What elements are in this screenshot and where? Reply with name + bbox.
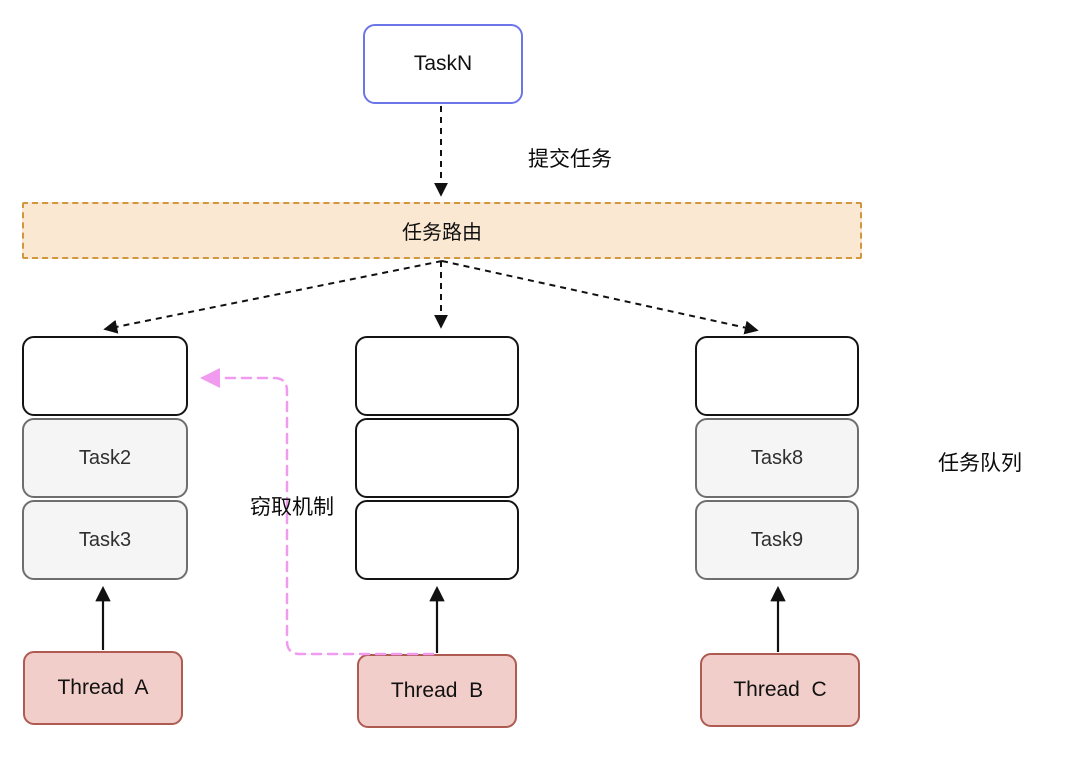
queue-slot-label: Task9 — [750, 528, 804, 551]
queue-c-slot-2: Task8 — [695, 418, 859, 498]
queue-c-slot-1 — [695, 336, 859, 416]
thread-b-box: Thread B — [357, 654, 517, 728]
thread-c-label: Thread C — [733, 678, 827, 701]
queue-b-slot-2 — [355, 418, 519, 498]
task-source-label: TaskN — [413, 52, 473, 75]
thread-b-label: Thread B — [390, 679, 484, 702]
route-arrow-queue-c — [441, 260, 759, 335]
thread-a-label: Thread A — [57, 676, 149, 699]
submit-task-label: 提交任务 — [528, 148, 612, 171]
queue-slot-label: Task8 — [750, 446, 804, 469]
queue-b-slot-1 — [355, 336, 519, 416]
steal-mechanism-label: 窃取机制 — [250, 496, 334, 519]
task-source-box: TaskN — [363, 24, 523, 104]
task-router-label: 任务路由 — [402, 222, 482, 244]
queue-slot-label: Task2 — [78, 446, 132, 469]
route-arrow-queue-a — [103, 260, 443, 334]
queue-a-slot-2: Task2 — [22, 418, 188, 498]
task-queue-c: Task8 Task9 — [695, 336, 859, 580]
queue-b-slot-3 — [355, 500, 519, 580]
queue-c-slot-3: Task9 — [695, 500, 859, 580]
task-router-box: 任务路由 — [22, 202, 862, 259]
queue-a-slot-1 — [22, 336, 188, 416]
thread-c-box: Thread C — [700, 653, 860, 727]
task-queue-b — [355, 336, 519, 580]
queue-a-slot-3: Task3 — [22, 500, 188, 580]
task-queue-label: 任务队列 — [938, 452, 1022, 475]
thread-a-box: Thread A — [23, 651, 183, 725]
task-queue-a: Task2 Task3 — [22, 336, 188, 580]
queue-slot-label: Task3 — [78, 528, 132, 551]
